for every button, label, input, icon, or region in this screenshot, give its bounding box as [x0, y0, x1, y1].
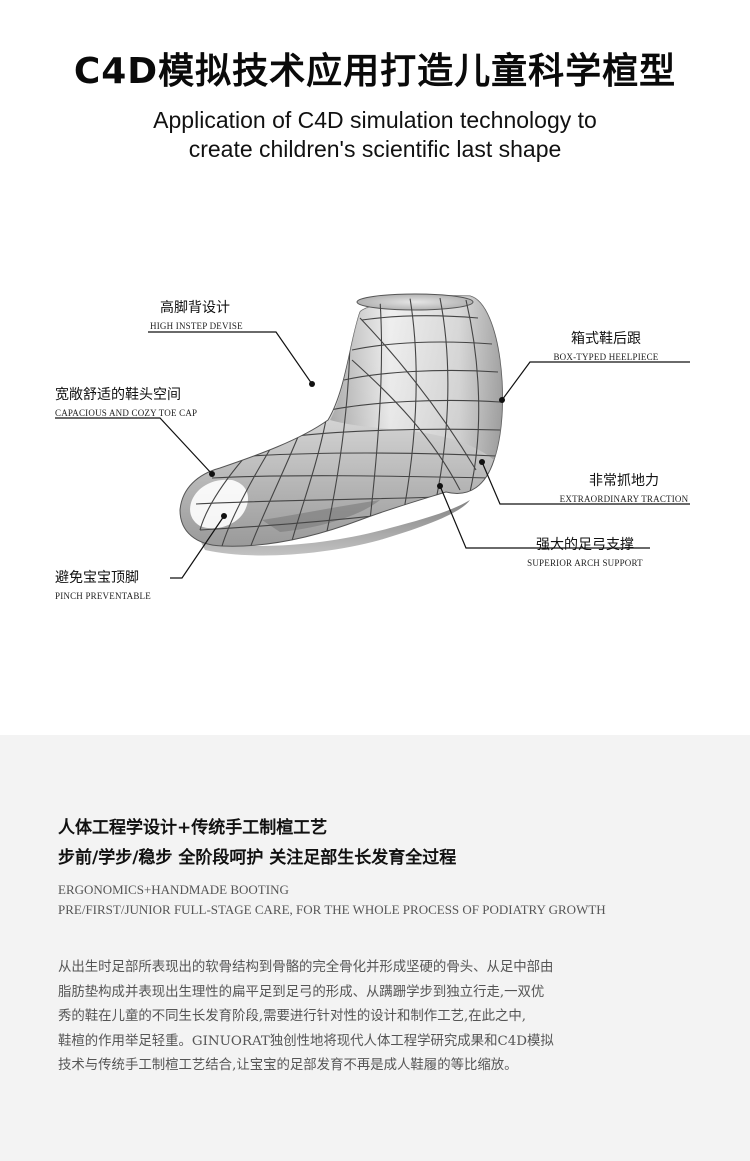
- callout-toe-cap: 宽敞舒适的鞋头空间 CAPACIOUS AND COZY TOE CAP: [55, 386, 197, 418]
- subtitle-line-2: create children's scientific last shape: [188, 136, 562, 162]
- callout-high-instep-cn: 高脚背设计: [160, 300, 230, 316]
- callout-traction-en: EXTRAORDINARY TRACTION: [559, 494, 689, 504]
- callout-high-instep: 高脚背设计 HIGH INSTEP DEVISE: [150, 299, 243, 331]
- shoe-last-illustration: [55, 293, 690, 579]
- callout-dot-instep: [309, 381, 315, 387]
- callout-pinch: 避免宝宝顶脚 PINCH PREVENTABLE: [55, 569, 151, 601]
- body-line-5: 技术与传统手工制楦工艺结合,让宝宝的足部发育不再是成人鞋履的等比缩放。: [58, 1058, 518, 1073]
- feature-body: 从出生时足部所表现出的软骨结构到骨骼的完全骨化并形成坚硬的骨头、从足中部由 脂肪…: [58, 956, 718, 1079]
- subtitle-line-1: Application of C4D simulation technology…: [153, 107, 597, 133]
- body-line-2: 脂肪垫构成并表现出生理性的扁平足到足弓的形成、从蹒跚学步到独立行走,一双优: [58, 984, 545, 1000]
- callout-pinch-cn: 避免宝宝顶脚: [55, 570, 139, 586]
- callout-heelpiece-cn: 箱式鞋后跟: [571, 331, 641, 347]
- body-line-4: 鞋楦的作用举足轻重。GINUORAT独创性地将现代人体工程学研究成果和C4D模拟: [58, 1033, 554, 1049]
- feature-english-2: PRE/FIRST/JUNIOR FULL-STAGE CARE, FOR TH…: [58, 902, 606, 917]
- feature-heading-2: 步前/学步/稳步 全阶段呵护 关注足部生长发育全过程: [58, 848, 457, 868]
- callout-arch-en: SUPERIOR ARCH SUPPORT: [527, 558, 643, 568]
- callout-traction: 非常抓地力 EXTRAORDINARY TRACTION: [554, 472, 694, 504]
- callout-dot-traction: [479, 459, 485, 465]
- description-section: [0, 735, 750, 1161]
- callout-toe-cap-cn: 宽敞舒适的鞋头空间: [55, 387, 181, 403]
- callout-dot-heel: [499, 397, 505, 403]
- callout-dot-toe: [209, 471, 215, 477]
- body-line-1: 从出生时足部所表现出的软骨结构到骨骼的完全骨化并形成坚硬的骨头、从足中部由: [58, 960, 554, 975]
- callout-traction-cn: 非常抓地力: [589, 473, 659, 489]
- callout-heelpiece: 箱式鞋后跟 BOX-TYPED HEELPIECE: [548, 330, 664, 362]
- body-line-3: 秀的鞋在儿童的不同生长发育阶段,需要进行针对性的设计和制作工艺,在此之中,: [58, 1009, 527, 1024]
- callout-dot-arch: [437, 483, 443, 489]
- feature-heading-1: 人体工程学设计+传统手工制楦工艺: [58, 818, 328, 838]
- page-title: C4D模拟技术应用打造儿童科学楦型: [73, 51, 677, 92]
- callout-toe-cap-en: CAPACIOUS AND COZY TOE CAP: [55, 408, 198, 418]
- feature-english-1: ERGONOMICS+HANDMADE BOOTING: [58, 882, 289, 897]
- callout-arch: 强大的足弓支撑 SUPERIOR ARCH SUPPORT: [520, 536, 650, 568]
- callout-arch-cn: 强大的足弓支撑: [536, 537, 634, 553]
- callout-high-instep-en: HIGH INSTEP DEVISE: [150, 321, 243, 331]
- page-subtitle: Application of C4D simulation technology…: [0, 106, 750, 164]
- callout-heelpiece-en: BOX-TYPED HEELPIECE: [553, 352, 659, 362]
- callout-dot-pinch: [221, 513, 227, 519]
- callout-pinch-en: PINCH PREVENTABLE: [55, 591, 151, 601]
